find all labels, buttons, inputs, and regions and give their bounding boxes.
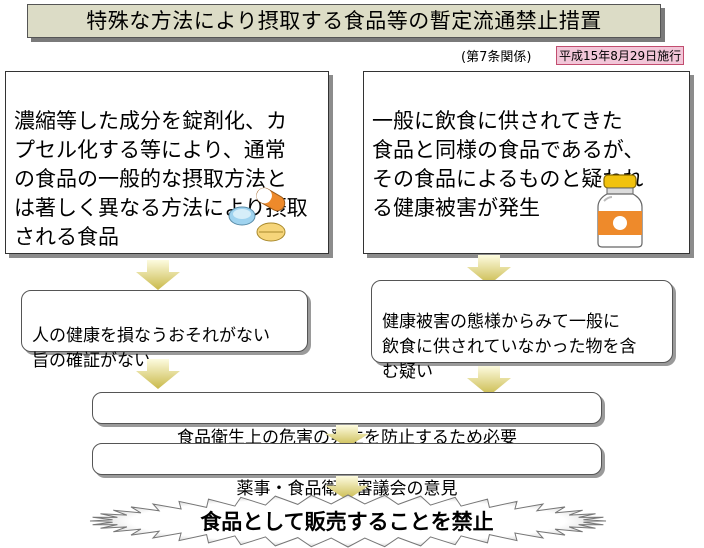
hazard-prevention-box: 食品衛生上の危害の発生を防止するため必要 bbox=[92, 392, 602, 448]
diagram-title: 特殊な方法により摂取する食品等の暫定流通禁止措置 bbox=[27, 4, 661, 38]
council-opinion-box: 薬事・食品衛生審議会の意見 bbox=[92, 443, 602, 499]
capsule-food-text: 濃縮等した成分を錠剤化、カ プセル化する等により、通常 の食品の一般的な摂取方法… bbox=[14, 109, 308, 249]
pills-icon bbox=[228, 187, 286, 242]
no-safety-assurance-box: 人の健康を損なうおそれがない 旨の確証がない bbox=[21, 290, 308, 371]
health-damage-box: 一般に飲食に供されてきた 食品と同様の食品であるが、 その食品によるものと疑われ… bbox=[363, 71, 690, 254]
article-reference: (第7条関係) bbox=[461, 50, 532, 65]
sale-prohibition-text: 食品として販売することを禁止 bbox=[200, 510, 494, 534]
starburst-shape bbox=[89, 494, 607, 548]
no-safety-assurance-text: 人の健康を損なうおそれがない 旨の確証がない bbox=[32, 326, 270, 371]
down-arrow-icon bbox=[136, 260, 180, 290]
bottle-icon bbox=[597, 174, 643, 248]
down-arrow-icon bbox=[136, 359, 180, 389]
capsule-food-box: 濃縮等した成分を錠剤化、カ プセル化する等により、通常 の食品の一般的な摂取方法… bbox=[5, 71, 329, 254]
suspected-ingredient-text: 健康被害の態様からみて一般に 飲食に供されていなかった物を含 む疑い bbox=[382, 312, 637, 382]
health-damage-text: 一般に飲食に供されてきた 食品と同様の食品であるが、 その食品によるものと疑われ… bbox=[372, 109, 645, 220]
suspected-ingredient-box: 健康被害の態様からみて一般に 飲食に供されていなかった物を含 む疑い bbox=[371, 280, 673, 382]
effective-date-badge: 平成15年8月29日施行 bbox=[556, 46, 685, 65]
